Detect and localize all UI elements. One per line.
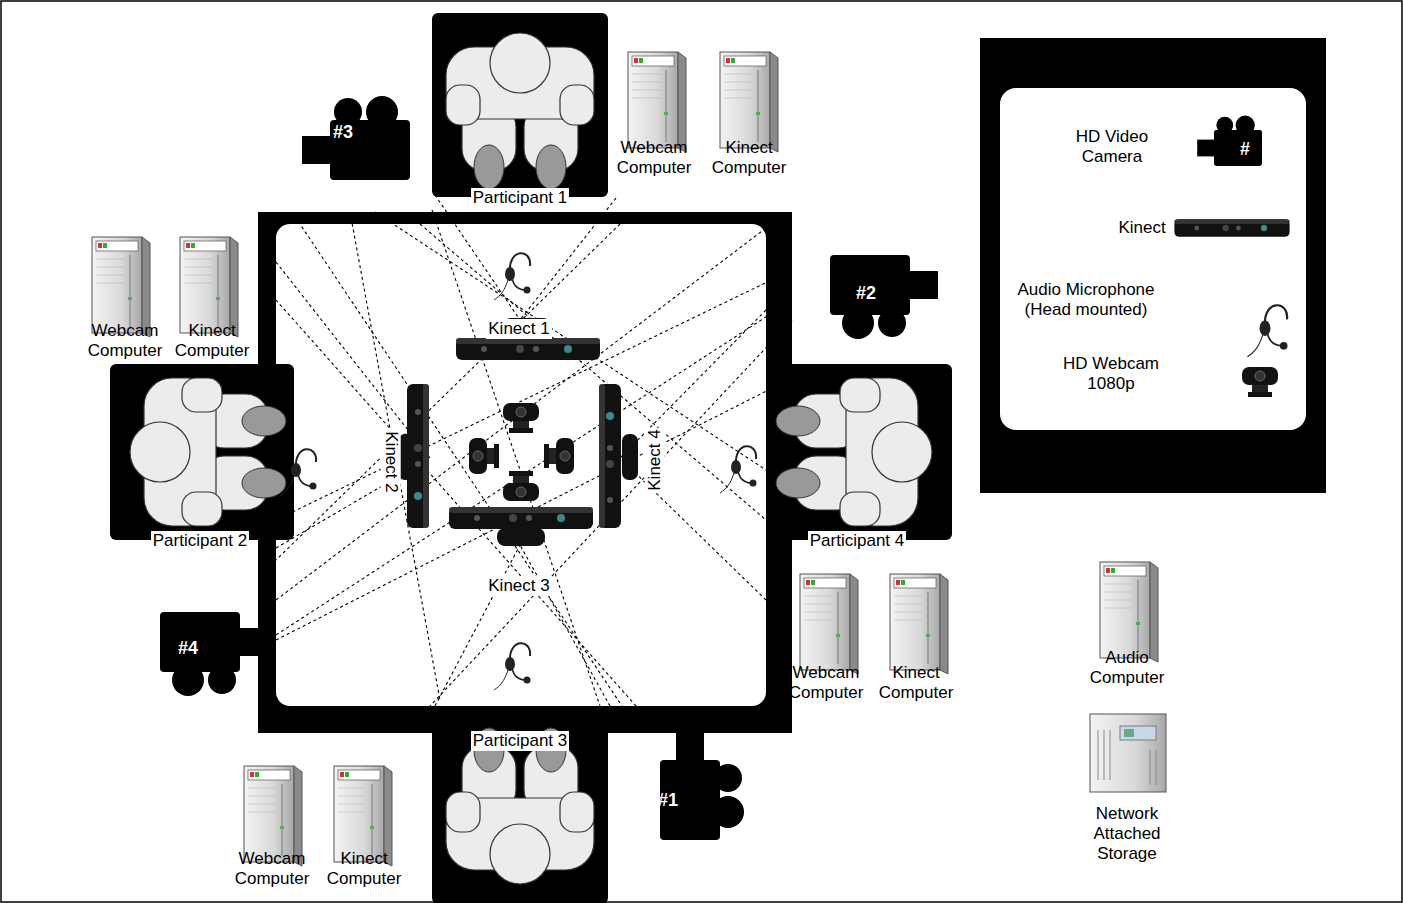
- callout-number: #4: [178, 638, 198, 658]
- legend-text: Kinect: [1118, 218, 1165, 238]
- callout-number: #2: [856, 283, 876, 303]
- part-label: Kinect 1: [486, 319, 551, 339]
- part-label: Kinect 3: [486, 576, 551, 596]
- part-label: Kinect 4: [645, 427, 665, 492]
- part-label: Participant 3: [471, 731, 570, 751]
- part-label: Webcam Computer: [82, 321, 168, 361]
- part-label: Webcam Computer: [611, 138, 697, 178]
- part-label: Kinect Computer: [706, 138, 792, 178]
- callout-number: #3: [333, 122, 353, 142]
- legend-text: HD Video Camera: [1064, 127, 1160, 167]
- legend-text: HD Webcam 1080p: [1056, 354, 1166, 394]
- callout-number: #: [1240, 139, 1250, 159]
- callout-number: #1: [658, 790, 678, 810]
- part-label: Kinect Computer: [169, 321, 255, 361]
- part-label: Kinect Computer: [873, 663, 959, 703]
- part-label: Webcam Computer: [229, 849, 315, 889]
- part-label: Network Attached Storage: [1072, 804, 1182, 864]
- part-label: Webcam Computer: [783, 663, 869, 703]
- part-label: Participant 2: [151, 531, 250, 551]
- part-label: Kinect Computer: [321, 849, 407, 889]
- part-label: Participant 4: [808, 531, 907, 551]
- part-label: Kinect 2: [381, 429, 401, 494]
- part-label: Audio Computer: [1084, 648, 1170, 688]
- part-label: Participant 1: [471, 188, 570, 208]
- legend-text: Audio Microphone (Head mounted): [996, 280, 1176, 320]
